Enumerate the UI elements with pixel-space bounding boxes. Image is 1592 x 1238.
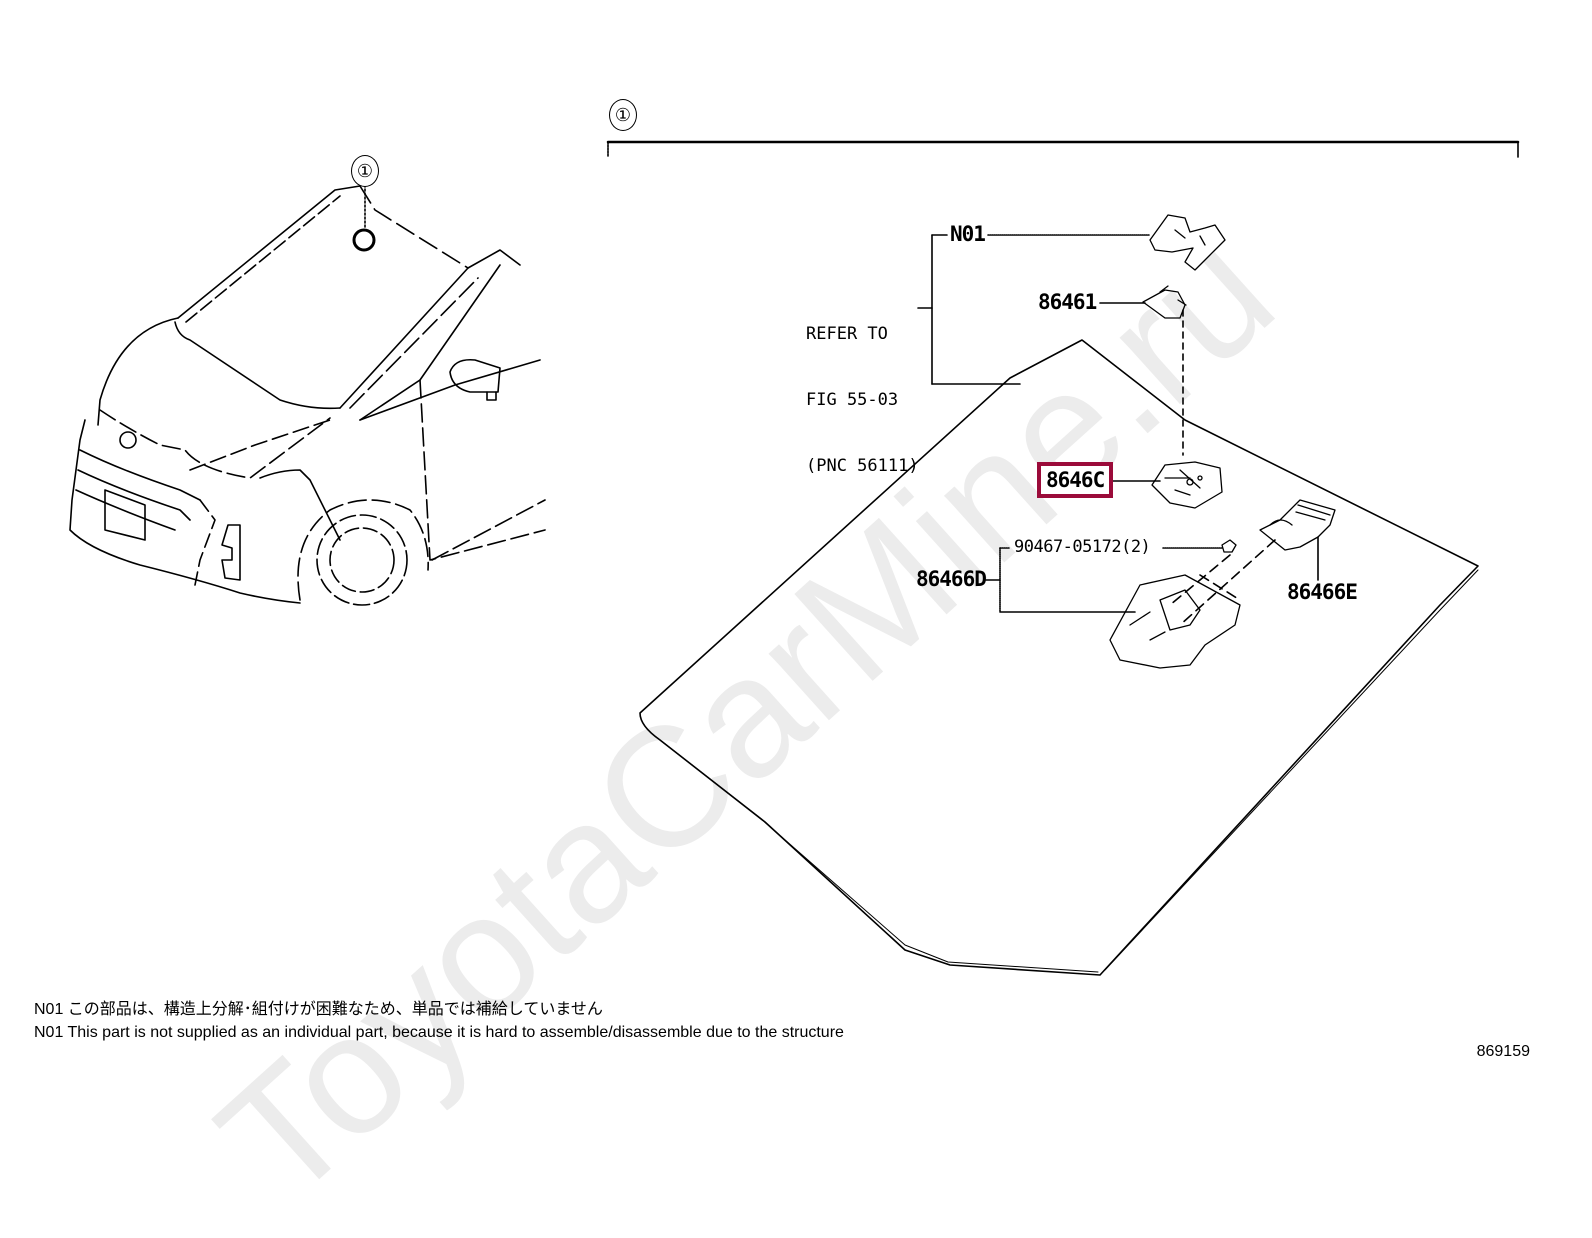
part-86466d-illustration	[1109, 574, 1241, 669]
overview-callout-1: ①	[351, 155, 379, 187]
parts-diagram	[69, 140, 1520, 976]
part-label-86466e[interactable]: 86466E	[1287, 580, 1358, 604]
footnote-en: N01 This part is not supplied as an indi…	[34, 1024, 844, 1041]
section-bracket	[606, 140, 1520, 158]
part-label-86461[interactable]: 86461	[1038, 290, 1097, 314]
footnote-jp: N01 この部品は、構造上分解･組付けが困難なため、単品では補給していません	[34, 1001, 603, 1018]
vehicle-overview-illustration	[69, 184, 546, 606]
part-8646c-illustration	[1151, 461, 1223, 509]
figure-code: 869159	[1476, 1043, 1530, 1060]
refer-to-note[interactable]: REFER TO FIG 55-03 (PNC 56111)	[806, 279, 919, 499]
clip-90467-illustration	[1221, 539, 1237, 553]
part-86461-illustration	[1142, 285, 1187, 319]
part-label-8646c-highlighted[interactable]: 8646C	[1037, 462, 1114, 498]
part-n01-illustration	[1149, 214, 1226, 271]
part-label-86466d[interactable]: 86466D	[916, 567, 987, 591]
refer-leader-lines	[917, 234, 1021, 385]
part-label-n01[interactable]: N01	[950, 222, 986, 246]
refer-line-1: REFER TO	[806, 324, 888, 344]
part-86466e-illustration	[1259, 499, 1336, 551]
part-label-90467-05172[interactable]: 90467-05172(2)	[1014, 537, 1151, 557]
detail-callout-1: ①	[609, 99, 637, 131]
refer-line-2: FIG 55-03	[806, 390, 899, 410]
windshield-glass-outline	[639, 339, 1479, 976]
refer-line-3: (PNC 56111)	[806, 456, 919, 476]
